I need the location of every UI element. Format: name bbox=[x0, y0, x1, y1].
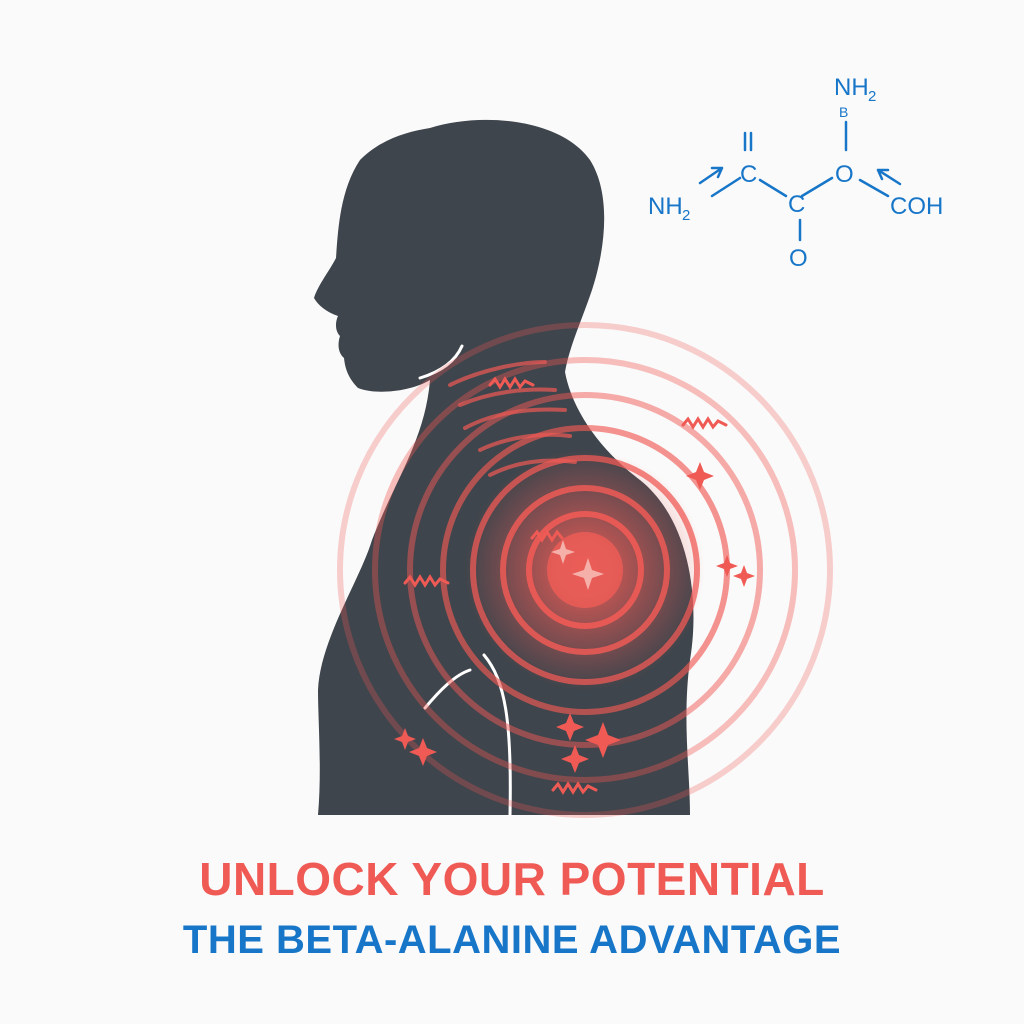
nh2-top-label: NH bbox=[834, 74, 869, 101]
nh2-left-label: NH bbox=[648, 193, 683, 220]
core-sparkles bbox=[551, 540, 604, 590]
svg-text:2: 2 bbox=[868, 88, 876, 105]
neck-arcs bbox=[448, 360, 577, 477]
beta-label: B bbox=[839, 104, 848, 120]
svg-text:2: 2 bbox=[682, 207, 690, 224]
coh-label: COH bbox=[890, 193, 943, 220]
pain-rings bbox=[337, 322, 833, 818]
svg-text:C: C bbox=[788, 191, 805, 218]
svg-text:O: O bbox=[835, 161, 854, 188]
beta-alanine-molecule bbox=[698, 120, 902, 242]
svg-text:C: C bbox=[740, 161, 757, 188]
headline-primary: UNLOCK YOUR POTENTIAL bbox=[199, 853, 825, 905]
svg-text:O: O bbox=[789, 245, 808, 272]
molecule-labels: NH 2 B NH 2 C C O O COH bbox=[648, 74, 943, 272]
nerve-squiggles bbox=[403, 376, 728, 795]
sparkles bbox=[394, 462, 755, 773]
headline-secondary: THE BETA-ALANINE ADVANTAGE bbox=[182, 918, 842, 962]
